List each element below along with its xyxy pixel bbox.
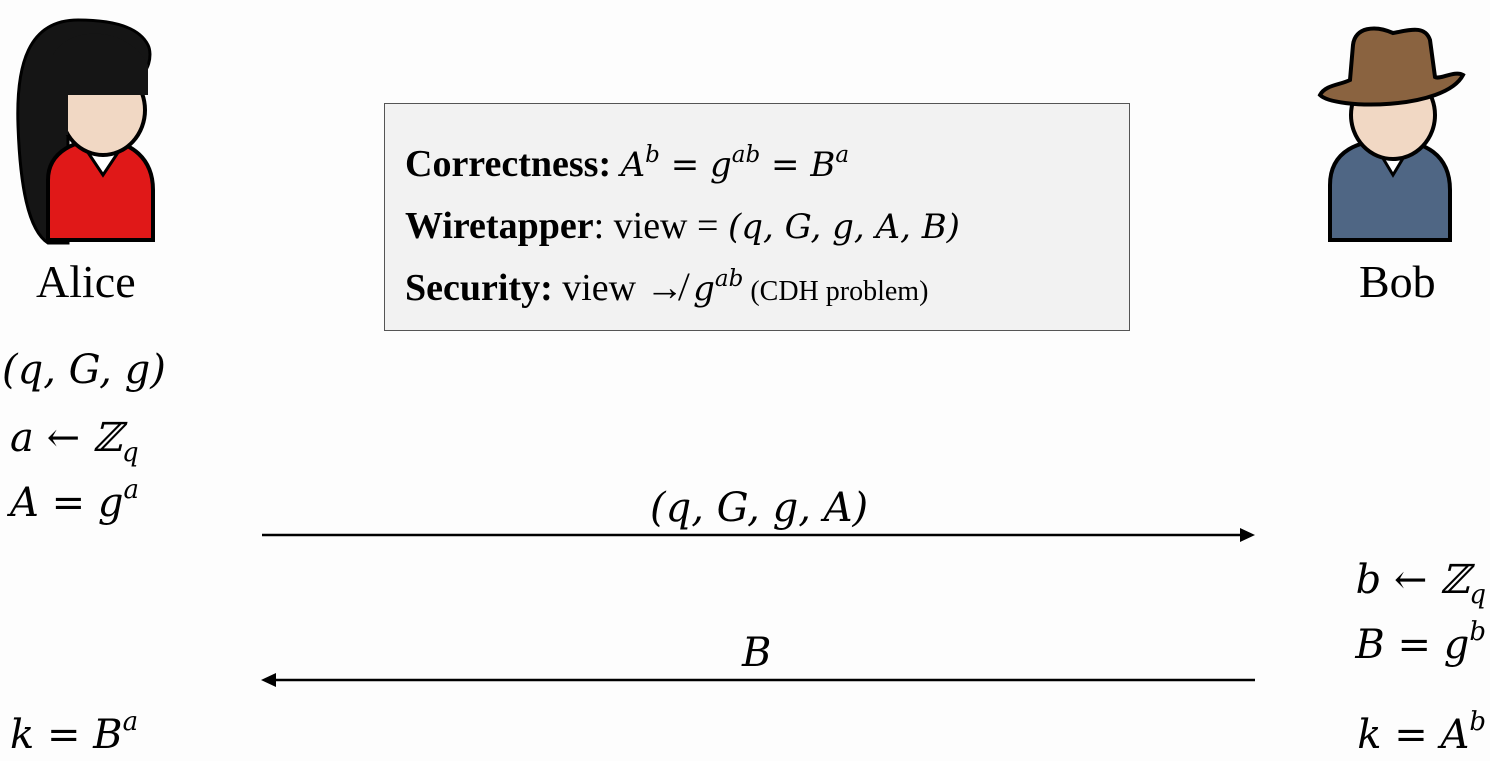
math: = [760,145,811,185]
alice-key: k = Ba [10,707,139,758]
bob-public: B = gb [1355,617,1486,668]
math: (q, G, g, A, B) [727,207,960,247]
security-text: view ↛ [552,267,694,309]
wiretapper-line: Wiretapper: view = (q, G, g, A, B) [405,204,960,248]
arrow-to-bob [262,528,1255,542]
message-to-alice-label: B [742,630,772,676]
alice-avatar-icon [16,18,155,245]
bob-sample: b ← ℤq [1355,557,1486,610]
math: A [620,145,646,185]
bob-avatar-icon [1317,26,1466,242]
math: B [810,145,836,185]
math-sup: ab [731,142,761,168]
security-label: Security: [405,267,553,309]
correctness-label: Correctness: [405,143,612,185]
math-sup: a [835,142,850,168]
math: g [693,269,715,309]
correctness-line: Correctness: Ab = gab = Ba [405,142,849,186]
math-sup: ab [714,266,744,292]
math-sup: b [645,142,660,168]
security-line: Security: view ↛ gab (CDH problem) [405,266,928,310]
alice-label: Alice [36,256,136,307]
info-box: Correctness: Ab = gab = Ba Wiretapper: v… [384,103,1130,331]
bob-label: Bob [1359,256,1436,307]
wiretapper-text: : view = [593,205,728,247]
alice-public: A = ga [10,475,139,526]
message-to-bob-label: (q, G, g, A) [650,485,869,531]
math: g [710,145,732,185]
alice-sample: a ← ℤq [10,415,139,468]
math: = [659,145,711,185]
security-note: (CDH problem) [743,276,929,307]
wiretapper-label: Wiretapper [405,205,594,247]
bob-key: k = Ab [1357,707,1486,758]
arrow-to-alice [261,673,1255,687]
alice-params: (q, G, g) [2,347,166,393]
